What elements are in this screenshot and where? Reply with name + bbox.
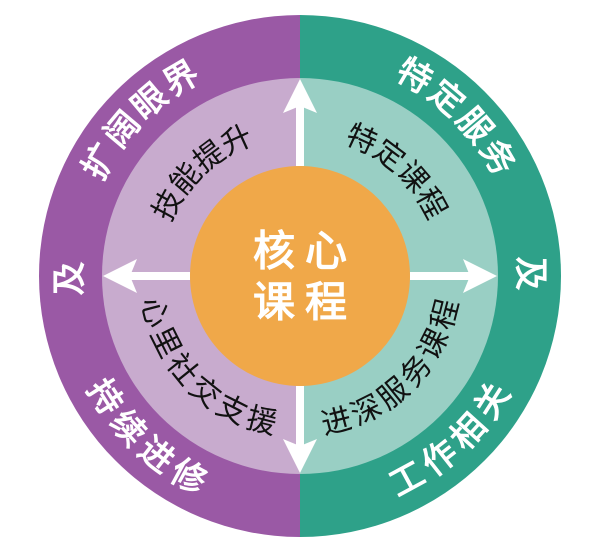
core-circle <box>190 166 410 386</box>
outer-right-mid-label: 及 <box>510 257 550 296</box>
outer-left-mid-label: 及 <box>50 257 90 296</box>
down-arrow-icon <box>283 386 317 473</box>
up-arrow-icon <box>283 79 317 166</box>
right-arrow-icon <box>410 259 497 293</box>
left-arrow-icon <box>103 259 190 293</box>
core-label-line2: 课程 <box>253 278 357 327</box>
core-label-line1: 核心 <box>253 227 357 276</box>
